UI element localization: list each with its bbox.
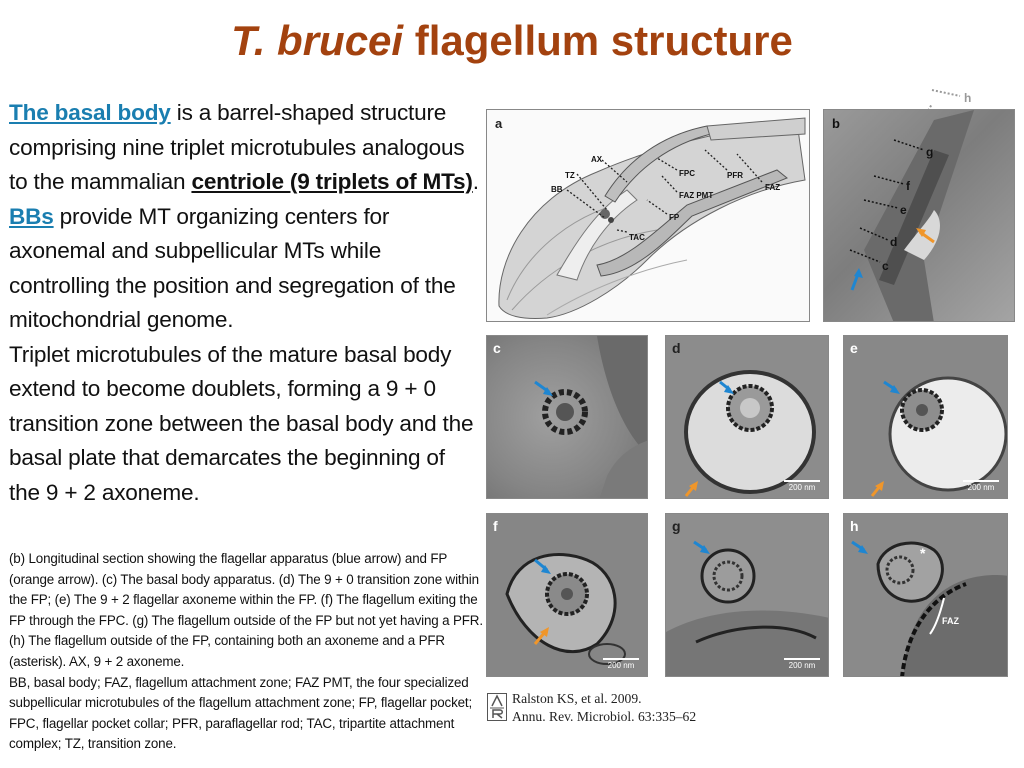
panel-h: * FAZ h (843, 513, 1008, 677)
reference-authors: Ralston KS, et al. 2009. (512, 691, 642, 706)
p1-text: is a barrel-shaped structure comprising … (9, 100, 465, 194)
panel-e-letter: e (850, 340, 858, 356)
caption-abbreviations: BB, basal body; FAZ, flagellum attachmen… (9, 674, 473, 752)
panel-c-letter: c (493, 340, 501, 356)
label-faz-pmt: FAZ PMT (679, 191, 713, 200)
panel-f-scale-label: 200 nm (607, 661, 635, 670)
label-d: d (890, 235, 897, 249)
panel-e: e 200 nm (843, 335, 1008, 499)
bbs-link[interactable]: BBs (9, 203, 54, 229)
h-marker-label: h (964, 91, 971, 105)
panel-a: AX TZ BB FPC PFR FAZ FAZ PMT FP TAC a (486, 109, 810, 322)
main-text: The basal body is a barrel-shaped struct… (9, 96, 479, 510)
blue-arrow-icon (534, 558, 551, 574)
panel-a-letter: a (495, 116, 503, 131)
panel-f-drawing (505, 553, 626, 665)
reference-journal: Annu. Rev. Microbiol. 63:335–62 (512, 709, 697, 724)
panel-a-drawing: AX TZ BB FPC PFR FAZ FAZ PMT FP TAC a (495, 116, 806, 319)
panel-g-letter: g (672, 518, 681, 534)
blue-arrow-icon (693, 540, 710, 554)
panel-d: d 200 nm (665, 335, 829, 499)
panel-d-scale-bar: 200 nm (784, 480, 820, 492)
p3-text: Triplet microtubules of the mature basal… (9, 341, 474, 505)
title-rest: flagellum structure (403, 17, 793, 64)
slide-title: T. brucei flagellum structure (0, 17, 1024, 64)
panel-g-scale-bar: 200 nm (784, 658, 820, 670)
panel-d-drawing (684, 370, 816, 497)
pfr-asterisk: * (920, 545, 926, 561)
panel-c: c (486, 335, 648, 499)
journal-logo-icon (487, 693, 507, 721)
orange-arrow-icon (684, 481, 698, 497)
p1-end: . (472, 169, 479, 194)
panel-b-letter: b (832, 116, 840, 131)
panel-d-letter: d (672, 340, 681, 356)
panel-e-drawing (870, 376, 1007, 497)
p2-text: provide MT organizing centers for axonem… (9, 203, 456, 333)
figure-caption: (b) Longitudinal section showing the fla… (9, 549, 487, 755)
label-tac: TAC (629, 233, 645, 242)
orange-arrow-icon (916, 228, 935, 244)
orange-arrow-icon (533, 627, 549, 645)
panel-b-drawing: g f e d c b (832, 110, 974, 321)
panel-h-letter: h (850, 518, 859, 534)
label-fpc: FPC (679, 169, 695, 178)
label-c: c (882, 259, 889, 273)
label-g: g (926, 145, 933, 159)
reference-citation: Ralston KS, et al. 2009. Annu. Rev. Micr… (512, 690, 696, 726)
panel-g-scale-label: 200 nm (788, 661, 816, 670)
label-fp: FP (669, 213, 680, 222)
basal-body-link[interactable]: The basal body (9, 100, 171, 125)
blue-arrow-icon (534, 380, 553, 396)
label-e: e (900, 203, 907, 217)
blue-arrow-icon (883, 380, 900, 394)
panel-f: f 200 nm (486, 513, 648, 677)
label-bb: BB (551, 185, 563, 194)
blue-arrow-icon (850, 268, 863, 291)
caption-panels: (b) Longitudinal section showing the fla… (9, 551, 483, 669)
blue-arrow-icon (719, 380, 734, 394)
panel-f-scale-bar: 200 nm (603, 658, 639, 670)
panel-h-faz-label: FAZ (942, 616, 960, 626)
label-tz: TZ (565, 171, 575, 180)
panel-c-drawing (534, 336, 647, 498)
panel-h-drawing: * FAZ (851, 540, 1007, 676)
label-faz: FAZ (765, 183, 780, 192)
panel-d-scale-label: 200 nm (788, 483, 816, 492)
panel-g: g 200 nm (665, 513, 829, 677)
panel-f-letter: f (493, 518, 498, 534)
panel-b: g f e d c b (823, 109, 1015, 322)
blue-arrow-icon (851, 540, 868, 554)
panel-e-scale-bar: 200 nm (963, 480, 999, 492)
centriole-term: centriole (9 triplets of MTs) (191, 169, 473, 194)
orange-arrow-icon (870, 481, 884, 497)
label-ax: AX (591, 155, 603, 164)
label-f: f (906, 179, 911, 193)
label-pfr: PFR (727, 171, 743, 180)
title-species: T. brucei (231, 17, 404, 64)
panel-g-drawing (666, 540, 828, 676)
panel-e-scale-label: 200 nm (967, 483, 995, 492)
